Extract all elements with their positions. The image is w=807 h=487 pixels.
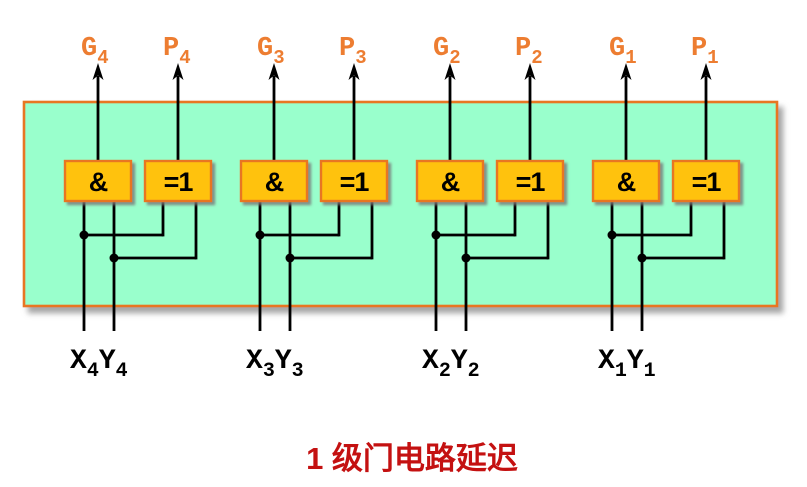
and-gate-label: &	[89, 167, 108, 197]
xor-gate-label: =1	[164, 167, 194, 197]
and-gate-box	[415, 159, 485, 203]
and-gate-box	[63, 159, 133, 203]
xor-gate-label: =1	[340, 167, 370, 197]
junction-dot-y	[109, 253, 119, 263]
output-label-g: G1	[609, 34, 637, 69]
output-label-p: P3	[339, 34, 367, 69]
caption-text: 1 级门电路延迟	[306, 441, 518, 476]
and-gate-box	[591, 159, 661, 203]
xor-gate-label: =1	[516, 167, 546, 197]
and-gate-label: &	[617, 167, 636, 197]
output-label-g: G4	[81, 34, 109, 69]
xor-gate-box	[319, 159, 389, 203]
input-label-xy: X3Y3	[246, 346, 304, 383]
junction-dot-x	[607, 230, 617, 240]
output-label-g: G3	[257, 34, 285, 69]
input-label-xy: X2Y2	[422, 346, 480, 383]
and-gate-box	[239, 159, 309, 203]
arrow-up-icon	[172, 63, 184, 80]
junction-dot-x	[79, 230, 89, 240]
arrow-up-icon	[524, 63, 536, 80]
pg-logic-panel	[22, 100, 779, 308]
arrow-up-icon	[620, 63, 632, 80]
junction-dot-x	[431, 230, 441, 240]
output-label-g: G2	[433, 34, 461, 69]
pg-group-bit2: & =1 G2 P2 X2Y2	[415, 34, 565, 383]
pg-group-bit4: & =1 G4 P4 X4Y4	[63, 34, 213, 383]
output-label-p: P1	[691, 34, 719, 69]
arrow-up-icon	[268, 63, 280, 80]
pg-group-bit3: & =1 G3 P3 X3Y3	[239, 34, 389, 383]
junction-dot-y	[285, 253, 295, 263]
arrow-up-icon	[444, 63, 456, 80]
input-label-xy: X4Y4	[70, 346, 128, 383]
junction-dot-x	[255, 230, 265, 240]
and-gate-label: &	[265, 167, 284, 197]
arrow-up-icon	[700, 63, 712, 80]
arrow-up-icon	[92, 63, 104, 80]
input-label-xy: X1Y1	[598, 346, 656, 383]
xor-gate-box	[671, 159, 741, 203]
junction-dot-y	[461, 253, 471, 263]
output-label-p: P2	[515, 34, 543, 69]
and-gate-label: &	[441, 167, 460, 197]
pg-group-bit1: & =1 G1 P1 X1Y1	[591, 34, 741, 383]
arrow-up-icon	[348, 63, 360, 80]
xor-gate-box	[143, 159, 213, 203]
xor-gate-box	[495, 159, 565, 203]
output-label-p: P4	[163, 34, 191, 69]
xor-gate-label: =1	[692, 167, 722, 197]
junction-dot-y	[637, 253, 647, 263]
